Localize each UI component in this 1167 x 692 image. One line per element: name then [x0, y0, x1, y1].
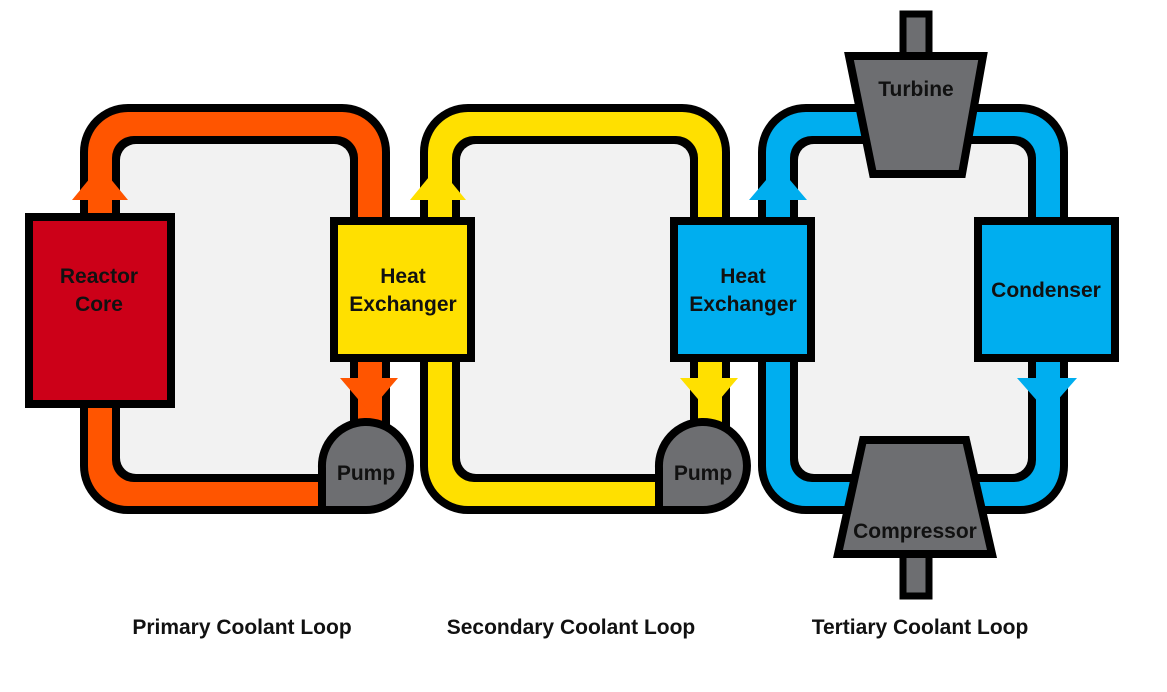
turbine: Turbine — [844, 10, 988, 178]
secondary-loop-interior — [460, 144, 690, 474]
secondary-loop-caption: Secondary Coolant Loop — [447, 616, 696, 639]
compressor-label: Compressor — [853, 520, 977, 543]
pump-1: Pump — [317, 418, 414, 514]
condenser-box — [974, 217, 1119, 362]
condenser-label: Condenser — [991, 279, 1101, 302]
reactor-core-box — [25, 213, 175, 408]
primary-flow-up-arrow — [72, 166, 128, 200]
heat-exchanger-2-label-line1: Heat — [720, 265, 766, 288]
secondary-flow-up-arrow — [410, 166, 466, 200]
primary-flow-down-arrow — [340, 378, 398, 412]
heat-exchanger-1-label-line2: Exchanger — [349, 293, 456, 316]
compressor-icon — [833, 436, 998, 558]
tertiary-flow-down-arrow — [1017, 378, 1077, 412]
pump-1-label: Pump — [337, 462, 395, 485]
tertiary-flow-up-arrow — [749, 166, 807, 200]
reactor-core: Reactor Core — [25, 213, 175, 408]
heat-exchanger-2-label-line2: Exchanger — [689, 293, 796, 316]
pump-2-icon — [654, 418, 751, 514]
secondary-loop — [420, 104, 730, 514]
heat-exchanger-1-label-line1: Heat — [380, 265, 426, 288]
turbine-icon — [844, 52, 988, 178]
heat-exchanger-1: Heat Exchanger — [330, 217, 475, 362]
condenser: Condenser — [974, 217, 1119, 362]
turbine-label: Turbine — [878, 78, 953, 101]
pump-1-icon — [317, 418, 414, 514]
heat-exchanger-2-box — [670, 217, 815, 362]
heat-exchanger-1-box — [330, 217, 475, 362]
primary-loop-interior — [120, 144, 350, 474]
tertiary-loop-caption: Tertiary Coolant Loop — [812, 616, 1029, 639]
pump-2-label: Pump — [674, 462, 732, 485]
compressor: Compressor — [833, 436, 998, 600]
pump-2: Pump — [654, 418, 751, 514]
primary-loop-caption: Primary Coolant Loop — [132, 616, 351, 639]
tertiary-loop-interior — [798, 144, 1028, 474]
heat-exchanger-2: Heat Exchanger — [670, 217, 815, 362]
secondary-flow-down-arrow — [680, 378, 738, 412]
reactor-core-label-line2: Core — [75, 293, 123, 316]
reactor-core-label-line1: Reactor — [60, 265, 138, 288]
